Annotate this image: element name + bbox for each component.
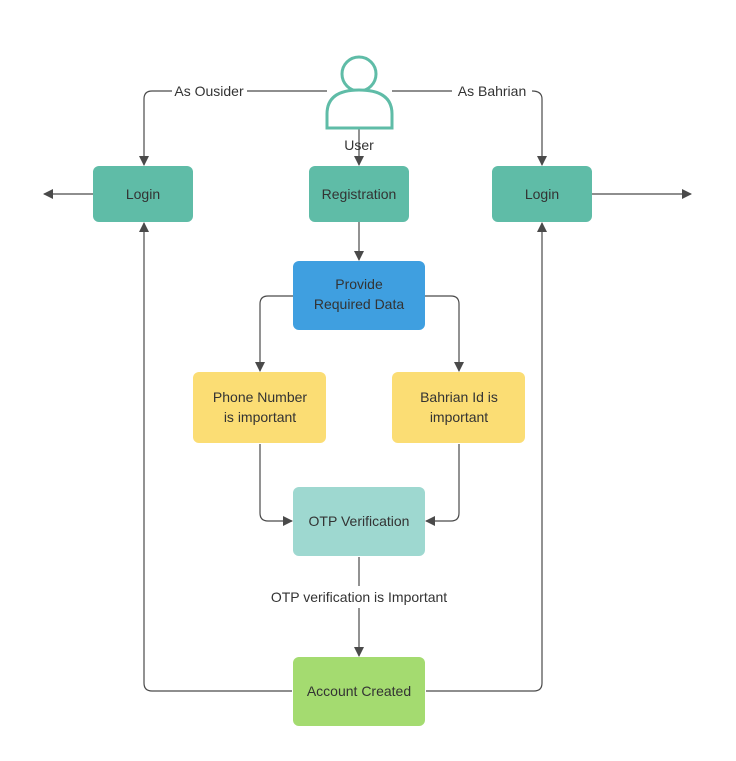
user-label: User	[344, 137, 374, 153]
connector-provide-to-bahrian	[425, 295, 464, 372]
provide-data-label-line2: Required Data	[314, 296, 404, 312]
connector-account-to-login-left	[139, 222, 292, 692]
provide-data-label-line1: Provide	[335, 276, 383, 292]
connector-user-to-login-left	[144, 90, 327, 165]
bahrian-id-node[interactable]: Bahrian Id is important	[392, 372, 525, 443]
otp-verification-node[interactable]: OTP Verification	[293, 487, 425, 556]
login-right-label: Login	[525, 186, 559, 202]
login-right-node[interactable]: Login	[492, 166, 592, 222]
phone-number-node[interactable]: Phone Number is important	[193, 372, 326, 443]
registration-node[interactable]: Registration	[309, 166, 409, 222]
account-created-node[interactable]: Account Created	[293, 657, 425, 726]
connector-user-to-login-right	[392, 90, 542, 165]
provide-data-node[interactable]: Provide Required Data	[293, 261, 425, 330]
connector-account-to-login-right	[426, 222, 547, 692]
login-left-node[interactable]: Login	[93, 166, 193, 222]
bahrian-id-label-line1: Bahrian Id is	[420, 389, 498, 405]
user-icon	[325, 55, 394, 130]
otp-verification-label: OTP Verification	[309, 513, 410, 529]
registration-label: Registration	[322, 186, 397, 202]
edge-label-outsider: As Ousider	[174, 83, 244, 99]
connector-bahrian-to-otp	[425, 444, 460, 526]
account-created-label: Account Created	[307, 683, 411, 699]
phone-number-label-line2: is important	[224, 409, 296, 425]
connector-phone-to-otp	[259, 444, 293, 526]
edge-label-otp-note: OTP verification is Important	[271, 589, 447, 605]
phone-number-label-line1: Phone Number	[213, 389, 308, 405]
connector-provide-to-phone	[255, 295, 293, 372]
login-left-label: Login	[126, 186, 160, 202]
bahrian-id-label-line2: important	[430, 409, 488, 425]
edge-label-bahrian: As Bahrian	[458, 83, 526, 99]
